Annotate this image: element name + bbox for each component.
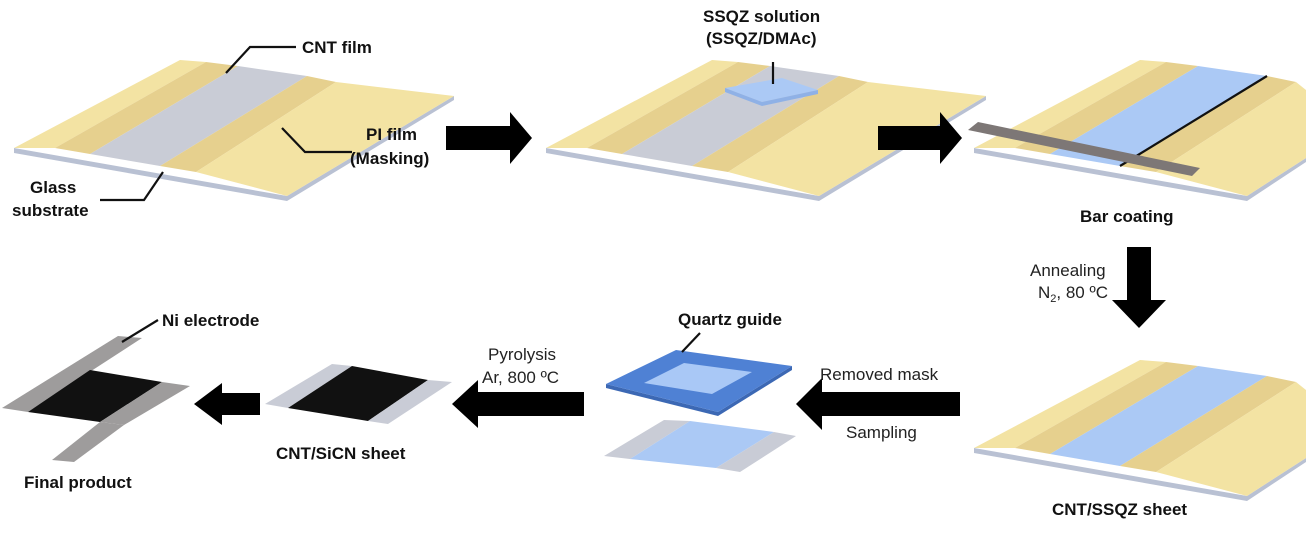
pi-film-label: PI film (366, 125, 417, 144)
glass-label: Glass (30, 178, 76, 197)
cnt-film-leader-line (225, 45, 296, 74)
quartz-guide-window (644, 363, 752, 394)
arrow-right-2 (878, 112, 962, 164)
pyrolysis-label: Pyrolysis (488, 345, 556, 364)
annealing-gas-subscript: 2 (1050, 293, 1056, 305)
pi-film-right (196, 82, 454, 196)
arrow-left-removed-mask (796, 378, 960, 430)
step7-final-product (2, 336, 190, 462)
step4-substrate-assembly (974, 360, 1306, 501)
step2-substrate-assembly (546, 60, 986, 201)
ssqz-solution-detail-label: (SSQZ/DMAc) (706, 29, 817, 48)
arrow-right-1 (446, 112, 532, 164)
annealing-temperature: , 80 ºC (1056, 283, 1108, 302)
cnt-sicn-active-area (28, 370, 162, 422)
pyrolysis-conditions-label: Ar, 800 ºC (482, 368, 559, 387)
bar-coating-caption: Bar coating (1080, 207, 1174, 226)
cnt-sicn-sheet-caption: CNT/SiCN sheet (276, 444, 406, 463)
arrow-down-annealing (1112, 247, 1166, 328)
ni-electrode-leader-line (121, 319, 159, 343)
pi-film-left (14, 60, 206, 148)
sheet-edge-left (265, 364, 352, 408)
ssqz-coated-layer (1050, 66, 1267, 166)
sample-ssqz (630, 421, 774, 468)
ni-electrode-bottom (100, 382, 190, 425)
cnt-film-label: CNT film (302, 38, 372, 57)
step6-cnt-sicn-sheet (265, 364, 452, 424)
removed-mask-label: Removed mask (820, 365, 939, 384)
pi-masking-label: (Masking) (350, 149, 429, 168)
pi-film-left-shade (55, 62, 238, 154)
ni-electrode-lead-bottom (52, 422, 124, 462)
coating-bar (968, 122, 1200, 176)
sampling-label: Sampling (846, 423, 917, 442)
cnt-ssqz-sheet-caption: CNT/SSQZ sheet (1052, 500, 1187, 519)
cnt-film (90, 66, 307, 166)
glass-substrate-leader-line (100, 171, 164, 202)
pi-film-leader-line (281, 127, 352, 154)
substrate-label: substrate (12, 201, 89, 220)
step5-quartz-assembly (604, 350, 796, 472)
ssqz-solution-drop (725, 78, 818, 102)
sample-cnt-left (604, 420, 690, 459)
quartz-guide-side (606, 366, 792, 416)
sample-cnt-right (716, 432, 796, 472)
pi-film-right-shade (160, 76, 336, 172)
annealing-label: Annealing (1030, 261, 1106, 280)
arrow-left-final (194, 383, 260, 425)
ssqz-solution-label: SSQZ solution (703, 7, 820, 26)
ni-electrode-top (2, 336, 142, 412)
sheet-edge-right (368, 380, 452, 424)
quartz-guide-leader-line (681, 332, 701, 353)
ni-electrode-label: Ni electrode (162, 311, 259, 330)
annealing-conditions-label: N2, 80 ºC (1038, 283, 1108, 305)
ssqz-solution-drop-edge (725, 88, 818, 106)
quartz-guide-label: Quartz guide (678, 310, 782, 329)
step1-substrate-assembly (14, 60, 454, 201)
ssqz-annealed-layer (1050, 366, 1267, 466)
coating-edge-shadow (1119, 75, 1268, 167)
annealing-gas: N (1038, 283, 1050, 302)
sicn-region (288, 366, 428, 421)
arrow-left-pyrolysis (452, 380, 584, 428)
step3-substrate-assembly (968, 60, 1306, 201)
final-product-caption: Final product (24, 473, 132, 492)
